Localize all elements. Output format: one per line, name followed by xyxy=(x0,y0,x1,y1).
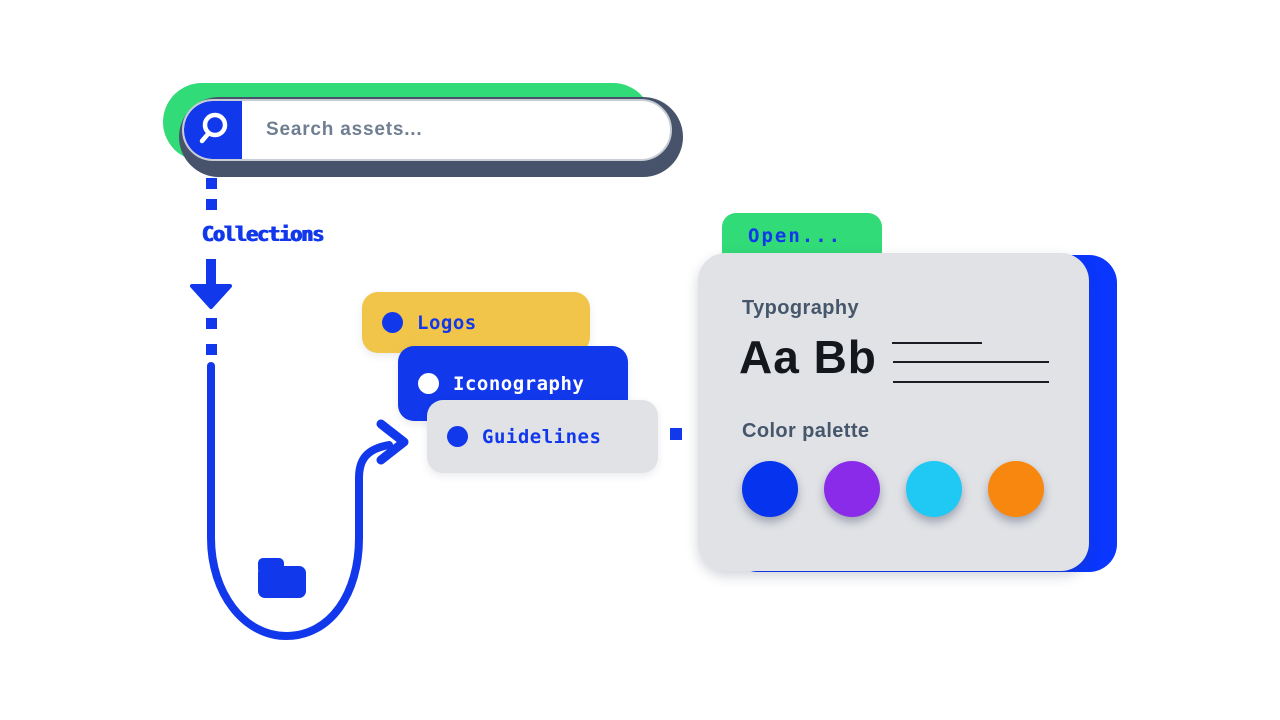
dotted-connector-dot xyxy=(206,199,217,210)
color-swatch-purple[interactable] xyxy=(824,461,880,517)
flow-arrowhead-icon xyxy=(376,419,409,465)
chip-label: Logos xyxy=(417,311,477,334)
bullet-dot-icon xyxy=(447,426,468,447)
color-palette-label: Color palette xyxy=(742,420,870,442)
swatch-row xyxy=(742,461,1044,517)
dotted-connector-dot xyxy=(670,428,682,440)
folder-icon xyxy=(258,558,306,598)
bullet-dot-icon xyxy=(382,312,403,333)
collection-chip-logos[interactable]: Logos xyxy=(362,292,590,353)
dotted-connector-dot xyxy=(206,318,217,329)
collection-chip-guidelines[interactable]: Guidelines xyxy=(427,400,658,473)
text-line-placeholder xyxy=(893,381,1049,383)
asset-preview-card: Typography Aa Bb Color palette xyxy=(698,253,1089,571)
typography-section-label: Typography xyxy=(742,297,859,319)
color-swatch-orange[interactable] xyxy=(988,461,1044,517)
open-button[interactable]: Open... xyxy=(722,213,882,259)
search-icon xyxy=(199,112,228,144)
search-input[interactable] xyxy=(242,101,670,159)
color-swatch-blue[interactable] xyxy=(742,461,798,517)
collections-label: Collections xyxy=(202,222,324,246)
bullet-dot-icon xyxy=(418,373,439,394)
text-line-placeholder xyxy=(893,361,1049,363)
search-pill xyxy=(182,99,672,161)
arrow-down-icon xyxy=(190,284,232,309)
color-swatch-cyan[interactable] xyxy=(906,461,962,517)
dotted-connector-dot xyxy=(206,344,217,355)
text-line-placeholder xyxy=(892,342,982,344)
flow-curve-line xyxy=(207,362,393,641)
search-button[interactable] xyxy=(184,101,242,159)
chip-label: Guidelines xyxy=(482,425,602,448)
dotted-connector-dot xyxy=(206,178,217,189)
type-sample-text: Aa Bb xyxy=(739,331,877,383)
chip-label: Iconography xyxy=(453,372,585,395)
